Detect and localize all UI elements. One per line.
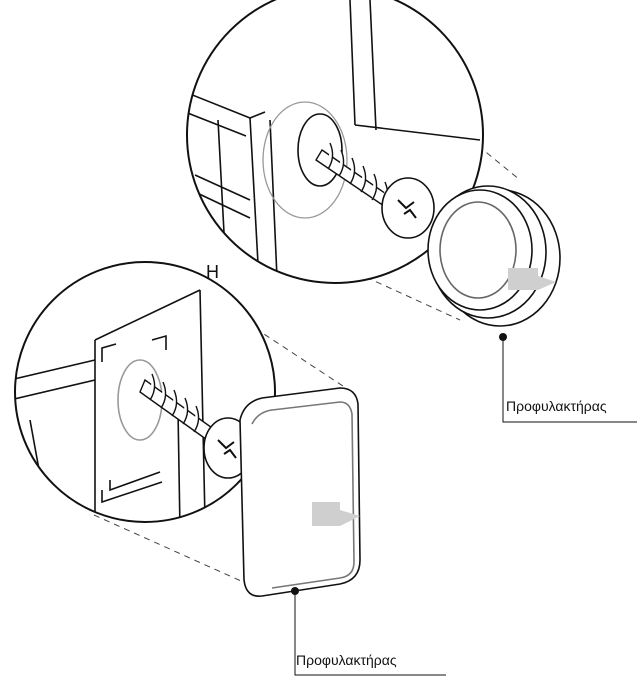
round-bumper-screw-detail-icon [186, 0, 637, 423]
round-guard-label: Προφυλακτήρας [506, 398, 607, 414]
square-guard-label: Προφυλακτήρας [296, 652, 397, 668]
round-bumper-icon [427, 185, 561, 327]
square-bumper-screw-detail-icon [14, 261, 446, 676]
square-bumper-icon [239, 387, 361, 597]
section-letter: H [206, 262, 219, 282]
